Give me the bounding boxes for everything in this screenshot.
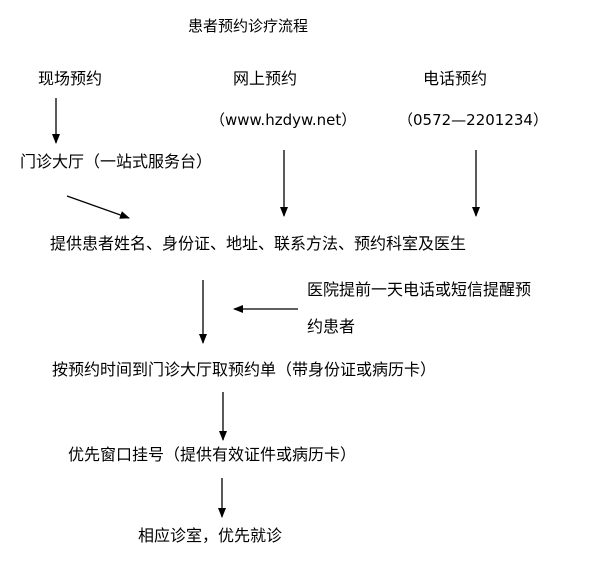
method-onsite: 现场预约 [38,69,103,88]
phone-number: （0572—2201234） [398,111,548,129]
diagram-title: 患者预约诊疗流程 [188,17,309,35]
register-step: 优先窗口挂号（提供有效证件或病历卡） [68,445,357,464]
info-required: 提供患者姓名、身份证、地址、联系方法、预约科室及医生 [50,234,467,253]
method-online: 网上预约 [233,69,298,88]
outpatient-hall: 门诊大厅（一站式服务台） [20,152,213,171]
get-ticket-step: 按预约时间到门诊大厅取预约单（带身份证或病历卡） [52,360,437,379]
arrow-hall-to-info [66,195,130,219]
online-url: （www.hzdyw.net） [210,111,357,129]
method-phone: 电话预约 [423,69,488,88]
clinic-step: 相应诊室，优先就诊 [138,526,283,545]
reminder-line-2: 约患者 [307,317,356,336]
reminder-line-1: 医院提前一天电话或短信提醒预 [307,280,532,299]
